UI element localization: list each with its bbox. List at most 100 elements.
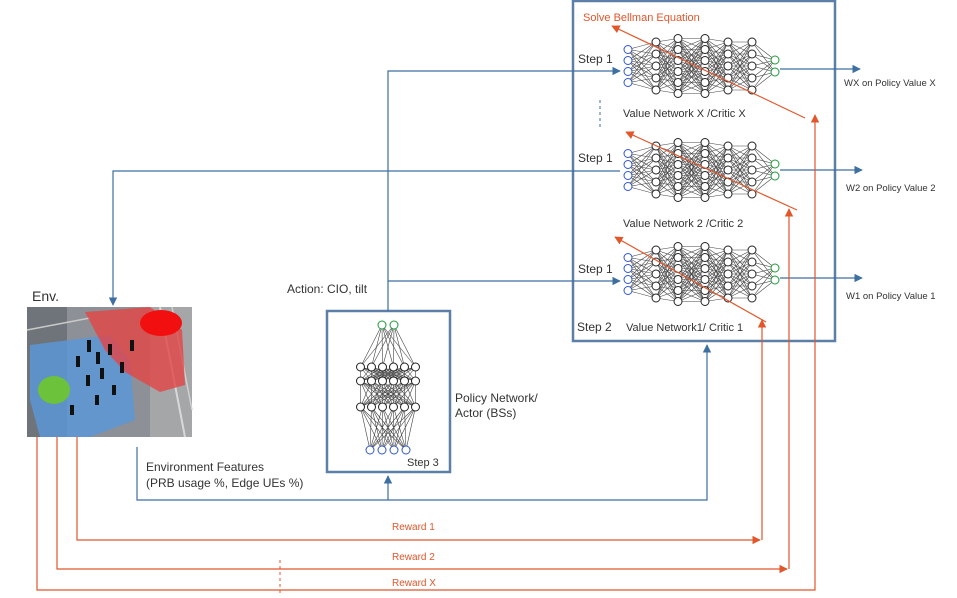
network-edge <box>751 163 776 195</box>
network-edge <box>727 145 753 195</box>
network-edge <box>655 273 679 291</box>
network-node <box>700 264 710 273</box>
network-edge <box>655 142 679 183</box>
network-edge <box>655 153 679 195</box>
network-edge <box>751 71 776 91</box>
network-node <box>700 78 710 87</box>
network-edge <box>677 279 706 302</box>
critic-2-network <box>623 138 780 202</box>
coverage-hotspot-red <box>140 310 182 336</box>
network-edge <box>393 406 416 451</box>
network-edge <box>704 157 729 198</box>
network-node <box>747 153 757 163</box>
network-node <box>770 159 780 169</box>
network-node <box>623 160 633 169</box>
network-edge <box>382 366 416 382</box>
network-edge <box>727 261 753 299</box>
network-node <box>673 297 683 306</box>
network-edge <box>704 249 729 280</box>
network-node <box>623 67 633 76</box>
network-edge <box>655 249 679 291</box>
network-edge <box>751 279 776 299</box>
action-arrows <box>108 66 621 311</box>
network-node <box>651 37 661 47</box>
network-edge <box>627 157 657 187</box>
network-edge <box>704 41 729 94</box>
bellman-arrows <box>611 25 806 323</box>
network-edge <box>655 65 679 94</box>
network-node <box>651 73 661 83</box>
step3-label: Step 3 <box>407 457 439 469</box>
network-edge <box>371 406 407 451</box>
network-node <box>378 402 387 412</box>
network-node <box>623 286 633 295</box>
network-edge <box>727 145 753 171</box>
network-edge <box>627 249 657 291</box>
network-node <box>356 376 365 386</box>
network-edge <box>404 380 416 408</box>
network-edge <box>371 406 383 451</box>
network-node <box>700 34 710 43</box>
critic-2-name: Value Network 2 /Critic 2 <box>623 218 743 230</box>
network-edge <box>655 257 679 299</box>
network-node <box>651 269 661 279</box>
network-node <box>747 177 757 187</box>
network-edge <box>627 60 657 67</box>
network-node <box>367 376 376 386</box>
network-edge <box>677 164 706 198</box>
network-edge <box>393 324 395 368</box>
network-edge <box>704 38 729 91</box>
network-edge <box>393 324 405 368</box>
policy-network <box>356 320 420 455</box>
network-node <box>389 402 398 412</box>
network-node <box>651 177 661 187</box>
network-edge <box>677 142 706 154</box>
network-edge <box>655 175 679 195</box>
network-edge <box>627 82 657 91</box>
network-node <box>700 275 710 284</box>
network-node <box>723 257 733 267</box>
network-edge <box>393 324 416 368</box>
network-edge <box>704 279 729 299</box>
network-edge <box>704 268 729 287</box>
network-node <box>356 402 365 412</box>
network-edge <box>360 366 394 382</box>
network-edge <box>360 406 395 451</box>
network-edge <box>627 181 657 187</box>
network-node <box>411 402 420 412</box>
network-edge <box>360 324 395 368</box>
network-edge <box>704 142 729 195</box>
network-edge <box>655 145 679 176</box>
network-node <box>747 245 757 255</box>
environment-map-image <box>26 306 193 438</box>
network-edge <box>360 380 372 408</box>
network-edge <box>677 246 706 258</box>
env-label: Env. <box>32 288 59 304</box>
network-edge <box>704 41 729 61</box>
network-edge <box>704 145 729 176</box>
critic-x-name: Value Network X /Critic X <box>623 108 746 120</box>
network-edge <box>655 53 679 94</box>
network-edge <box>727 41 753 67</box>
network-edge <box>677 142 706 165</box>
network-node <box>623 78 633 87</box>
network-edge <box>677 246 706 291</box>
network-edge <box>405 406 416 451</box>
network-node <box>651 61 661 71</box>
network-edge <box>727 249 753 287</box>
network-edge <box>381 406 416 451</box>
network-edge <box>677 142 706 187</box>
network-edge <box>704 41 729 72</box>
network-edge <box>655 279 679 299</box>
network-node <box>747 141 757 151</box>
network-node <box>411 376 420 386</box>
network-edge <box>360 406 407 451</box>
network-node <box>367 362 376 372</box>
network-node <box>367 402 376 412</box>
network-edge <box>704 246 729 299</box>
network-edge <box>369 406 394 451</box>
network-edge <box>677 38 706 83</box>
network-node <box>673 34 683 43</box>
network-edge <box>393 406 405 451</box>
network-edge <box>677 142 706 176</box>
